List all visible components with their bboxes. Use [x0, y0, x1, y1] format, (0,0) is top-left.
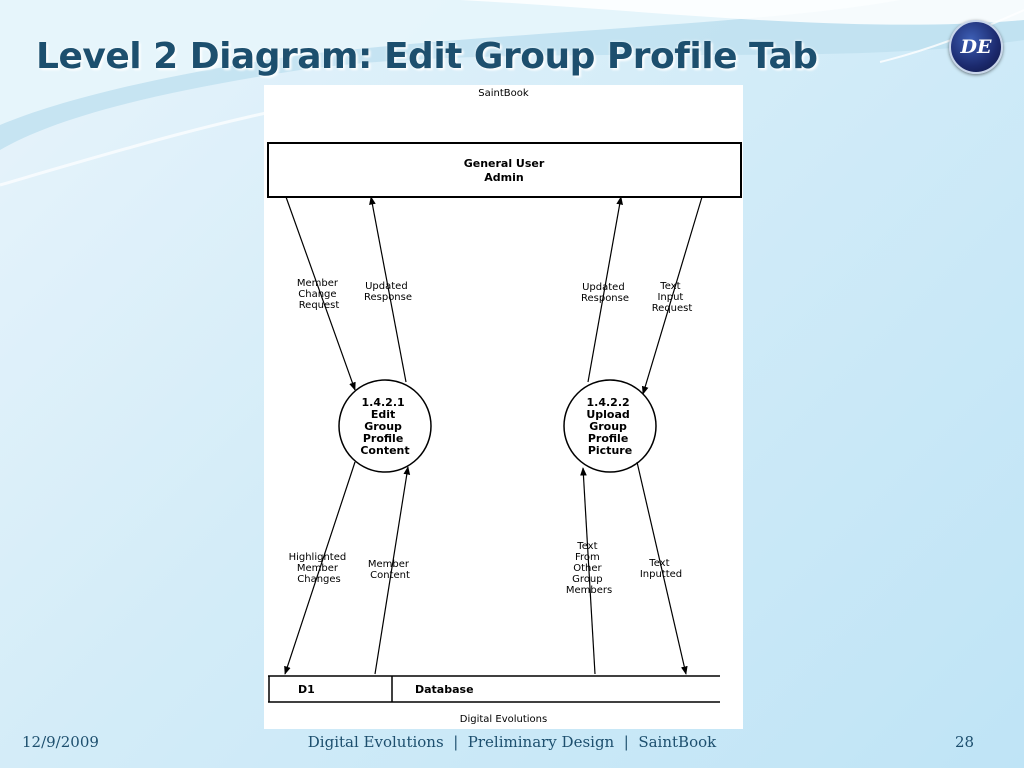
footer-center: Digital Evolutions | Preliminary Design … — [307, 733, 717, 751]
flow-label-line: Changes — [297, 574, 341, 585]
process-circle-left — [338, 379, 432, 473]
flow-label-line: Request — [652, 303, 693, 314]
process-left-line: Profile — [363, 432, 403, 445]
footer-date: 12/9/2009 — [22, 733, 99, 751]
flow-arrow-updated-response-left — [369, 196, 407, 383]
process-left-label: 1.4.2.1 Edit Group Profile Content — [360, 396, 409, 457]
flow-label-highlighted-member-changes: Highlighted Member Changes — [289, 552, 350, 585]
process-circle-right — [563, 379, 657, 473]
flow-label-line: Response — [364, 292, 412, 303]
digital-evolutions-logo: DE — [949, 20, 1003, 74]
flow-arrow-text-inputted — [636, 461, 688, 675]
flow-label-line: Member — [297, 563, 339, 574]
flow-label-line: Member — [297, 278, 339, 289]
process-right-line: Group — [589, 420, 627, 433]
process-right-label: 1.4.2.2 Upload Group Profile Picture — [586, 396, 633, 457]
logo-text: DE — [960, 36, 992, 58]
flow-label-updated-response-left: Updated Response — [364, 281, 412, 303]
flow-label-line: Highlighted — [289, 552, 347, 563]
flow-label-line: Updated — [582, 282, 625, 293]
flow-label-updated-response-right: Updated Response — [581, 282, 629, 304]
process-right-line: Profile — [588, 432, 628, 445]
flow-label-line: Text — [648, 558, 669, 569]
diagram-panel: SaintBook General User Admin 1.4.2.1 Edi… — [264, 85, 743, 729]
data-flow-diagram: General User Admin 1.4.2.1 Edit Group Pr… — [267, 142, 742, 703]
flow-label-line: Text — [659, 281, 680, 292]
flow-label-line: Text — [576, 541, 597, 552]
process-right-line: 1.4.2.2 — [587, 396, 630, 409]
entity-box — [267, 142, 742, 198]
flow-label-line: Inputted — [640, 569, 682, 580]
diagram-header: SaintBook — [478, 88, 529, 99]
diagram-footer: Digital Evolutions — [459, 714, 548, 725]
flow-label-line: Content — [370, 570, 410, 581]
flow-arrow-text-input-request — [641, 196, 703, 395]
flow-arrow-text-from-other-group-members — [580, 467, 596, 675]
flow-label-member-change-request: Member Change Request — [297, 278, 341, 311]
process-right-line: Picture — [588, 444, 632, 457]
flow-label-line: Members — [566, 585, 612, 596]
footer-page-number: 28 — [955, 733, 975, 751]
datastore-id: D1 — [298, 683, 315, 696]
flow-arrow-highlighted-member-changes — [284, 461, 356, 675]
slide-title: Level 2 Diagram: Edit Group Profile Tab — [36, 36, 818, 77]
flow-arrow-member-content — [374, 466, 411, 675]
datastore-name: Database — [415, 683, 474, 696]
flow-label-line: Group — [572, 574, 602, 585]
flow-label-line: From — [575, 552, 600, 563]
flow-label-line: Response — [581, 293, 629, 304]
flow-label-line: Updated — [365, 281, 408, 292]
flow-label-member-content: Member Content — [368, 559, 412, 581]
process-left-line: Group — [364, 420, 402, 433]
process-left-line: Edit — [371, 408, 395, 421]
flow-label-text-input-request: Text Input Request — [652, 281, 693, 314]
flow-label-line: Other — [573, 563, 602, 574]
flow-label-line: Member — [368, 559, 410, 570]
flow-label-line: Input — [657, 292, 683, 303]
entity-label-line2: Admin — [484, 171, 523, 184]
flow-label-text-from-other-group-members: Text From Other Group Members — [566, 541, 612, 596]
process-right-line: Upload — [586, 408, 629, 421]
process-left-line: Content — [360, 444, 409, 457]
flow-arrow-updated-response-right — [587, 196, 623, 383]
process-left-line: 1.4.2.1 — [362, 396, 405, 409]
entity-label-line1: General User — [464, 157, 545, 170]
flow-label-text-inputted: Text Inputted — [640, 558, 682, 580]
flow-label-line: Request — [299, 300, 340, 311]
flow-arrow-member-change-request — [285, 196, 356, 391]
flow-label-line: Change — [298, 289, 336, 300]
